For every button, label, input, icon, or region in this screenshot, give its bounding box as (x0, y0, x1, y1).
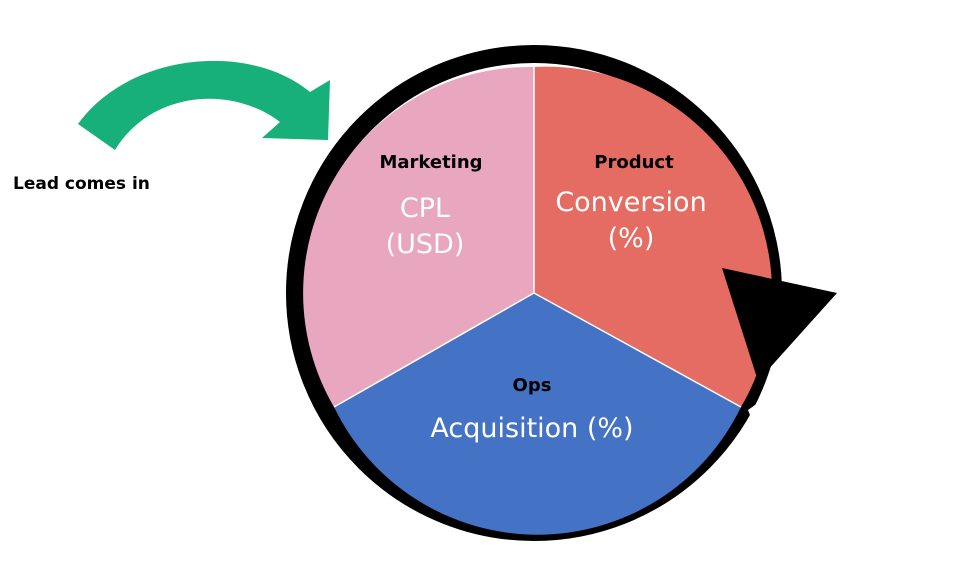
marketing-segment (303, 66, 534, 408)
curved-arrow-right-icon (78, 60, 330, 150)
ops-title: Ops (513, 375, 552, 396)
marketing-title: Marketing (379, 152, 482, 173)
lead-comes-in-label: Lead comes in (13, 174, 150, 194)
product-metric-line1: Conversion (555, 187, 706, 218)
ops-segment (334, 293, 741, 535)
segment-divider (333, 292, 535, 408)
segment-divider (533, 292, 742, 408)
ring-gap (748, 380, 820, 440)
ops-metric: Acquisition (%) (430, 413, 633, 444)
marketing-metric-line2: (USD) (386, 229, 465, 260)
product-title: Product (594, 152, 674, 173)
product-segment (534, 66, 773, 407)
arrowhead-down-icon (722, 268, 837, 381)
entry-arrow-shape (78, 60, 330, 150)
marketing-metric-line1: CPL (400, 193, 450, 224)
product-metric-line2: (%) (608, 223, 655, 254)
